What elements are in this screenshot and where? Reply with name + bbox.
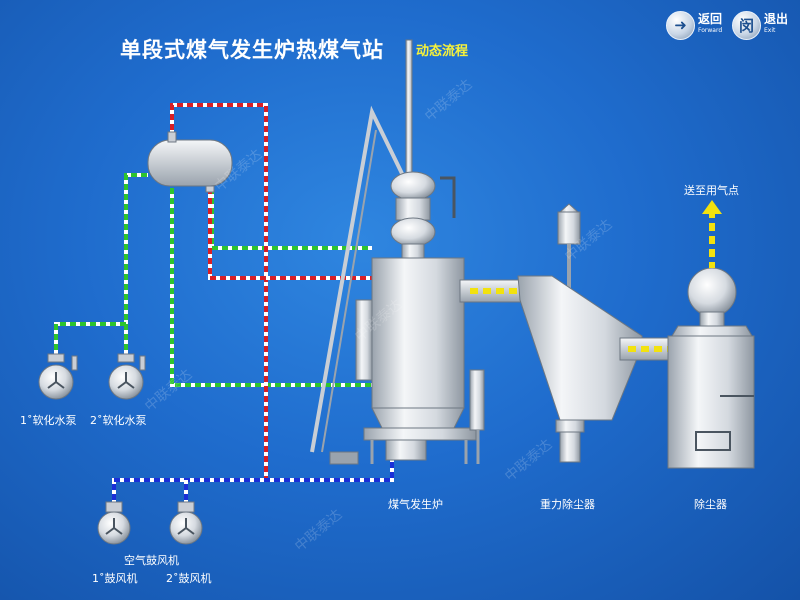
gravity-dust-collector — [517, 203, 643, 463]
back-arrow-icon: ➜ — [666, 10, 695, 40]
back-label: 返回 — [698, 12, 723, 26]
label-blower-1: 1˚鼓风机 — [92, 572, 138, 585]
label-to-gas-users: 送至用气点 — [684, 184, 739, 197]
air-pipes — [112, 458, 394, 510]
back-button[interactable]: ➜ 返回 Forward — [666, 8, 722, 42]
steam-drum — [147, 131, 233, 193]
page-subtitle: 动态流程 — [416, 44, 469, 59]
dust-collector — [667, 200, 755, 469]
gas-pipe-1 — [459, 279, 523, 303]
label-blower-group: 空气鼓风机 — [124, 554, 179, 567]
air-blower-1 — [97, 501, 131, 545]
gasifier — [310, 39, 485, 465]
exit-icon: 闵 — [732, 10, 761, 40]
label-pump-2: 2˚软化水泵 — [90, 414, 147, 427]
soft-water-pump-1 — [38, 353, 78, 400]
steam-pipes — [170, 103, 372, 480]
label-blower-2: 2˚鼓风机 — [166, 572, 212, 585]
exit-label: 退出 — [764, 12, 789, 26]
exit-button[interactable]: 闵 退出 Exit — [732, 8, 788, 42]
label-gasifier: 煤气发生炉 — [388, 498, 443, 511]
label-pump-1: 1˚软化水泵 — [20, 414, 77, 427]
back-sublabel: Forward — [698, 27, 723, 34]
label-dust-collector: 除尘器 — [694, 498, 727, 511]
soft-water-pump-2 — [108, 353, 146, 400]
exit-sublabel: Exit — [764, 27, 776, 34]
label-gravity-dust-collector: 重力除尘器 — [540, 498, 595, 511]
page-title: 单段式煤气发生炉热煤气站 — [120, 38, 384, 62]
gas-pipe-2 — [619, 337, 675, 361]
air-blower-2 — [169, 501, 203, 545]
